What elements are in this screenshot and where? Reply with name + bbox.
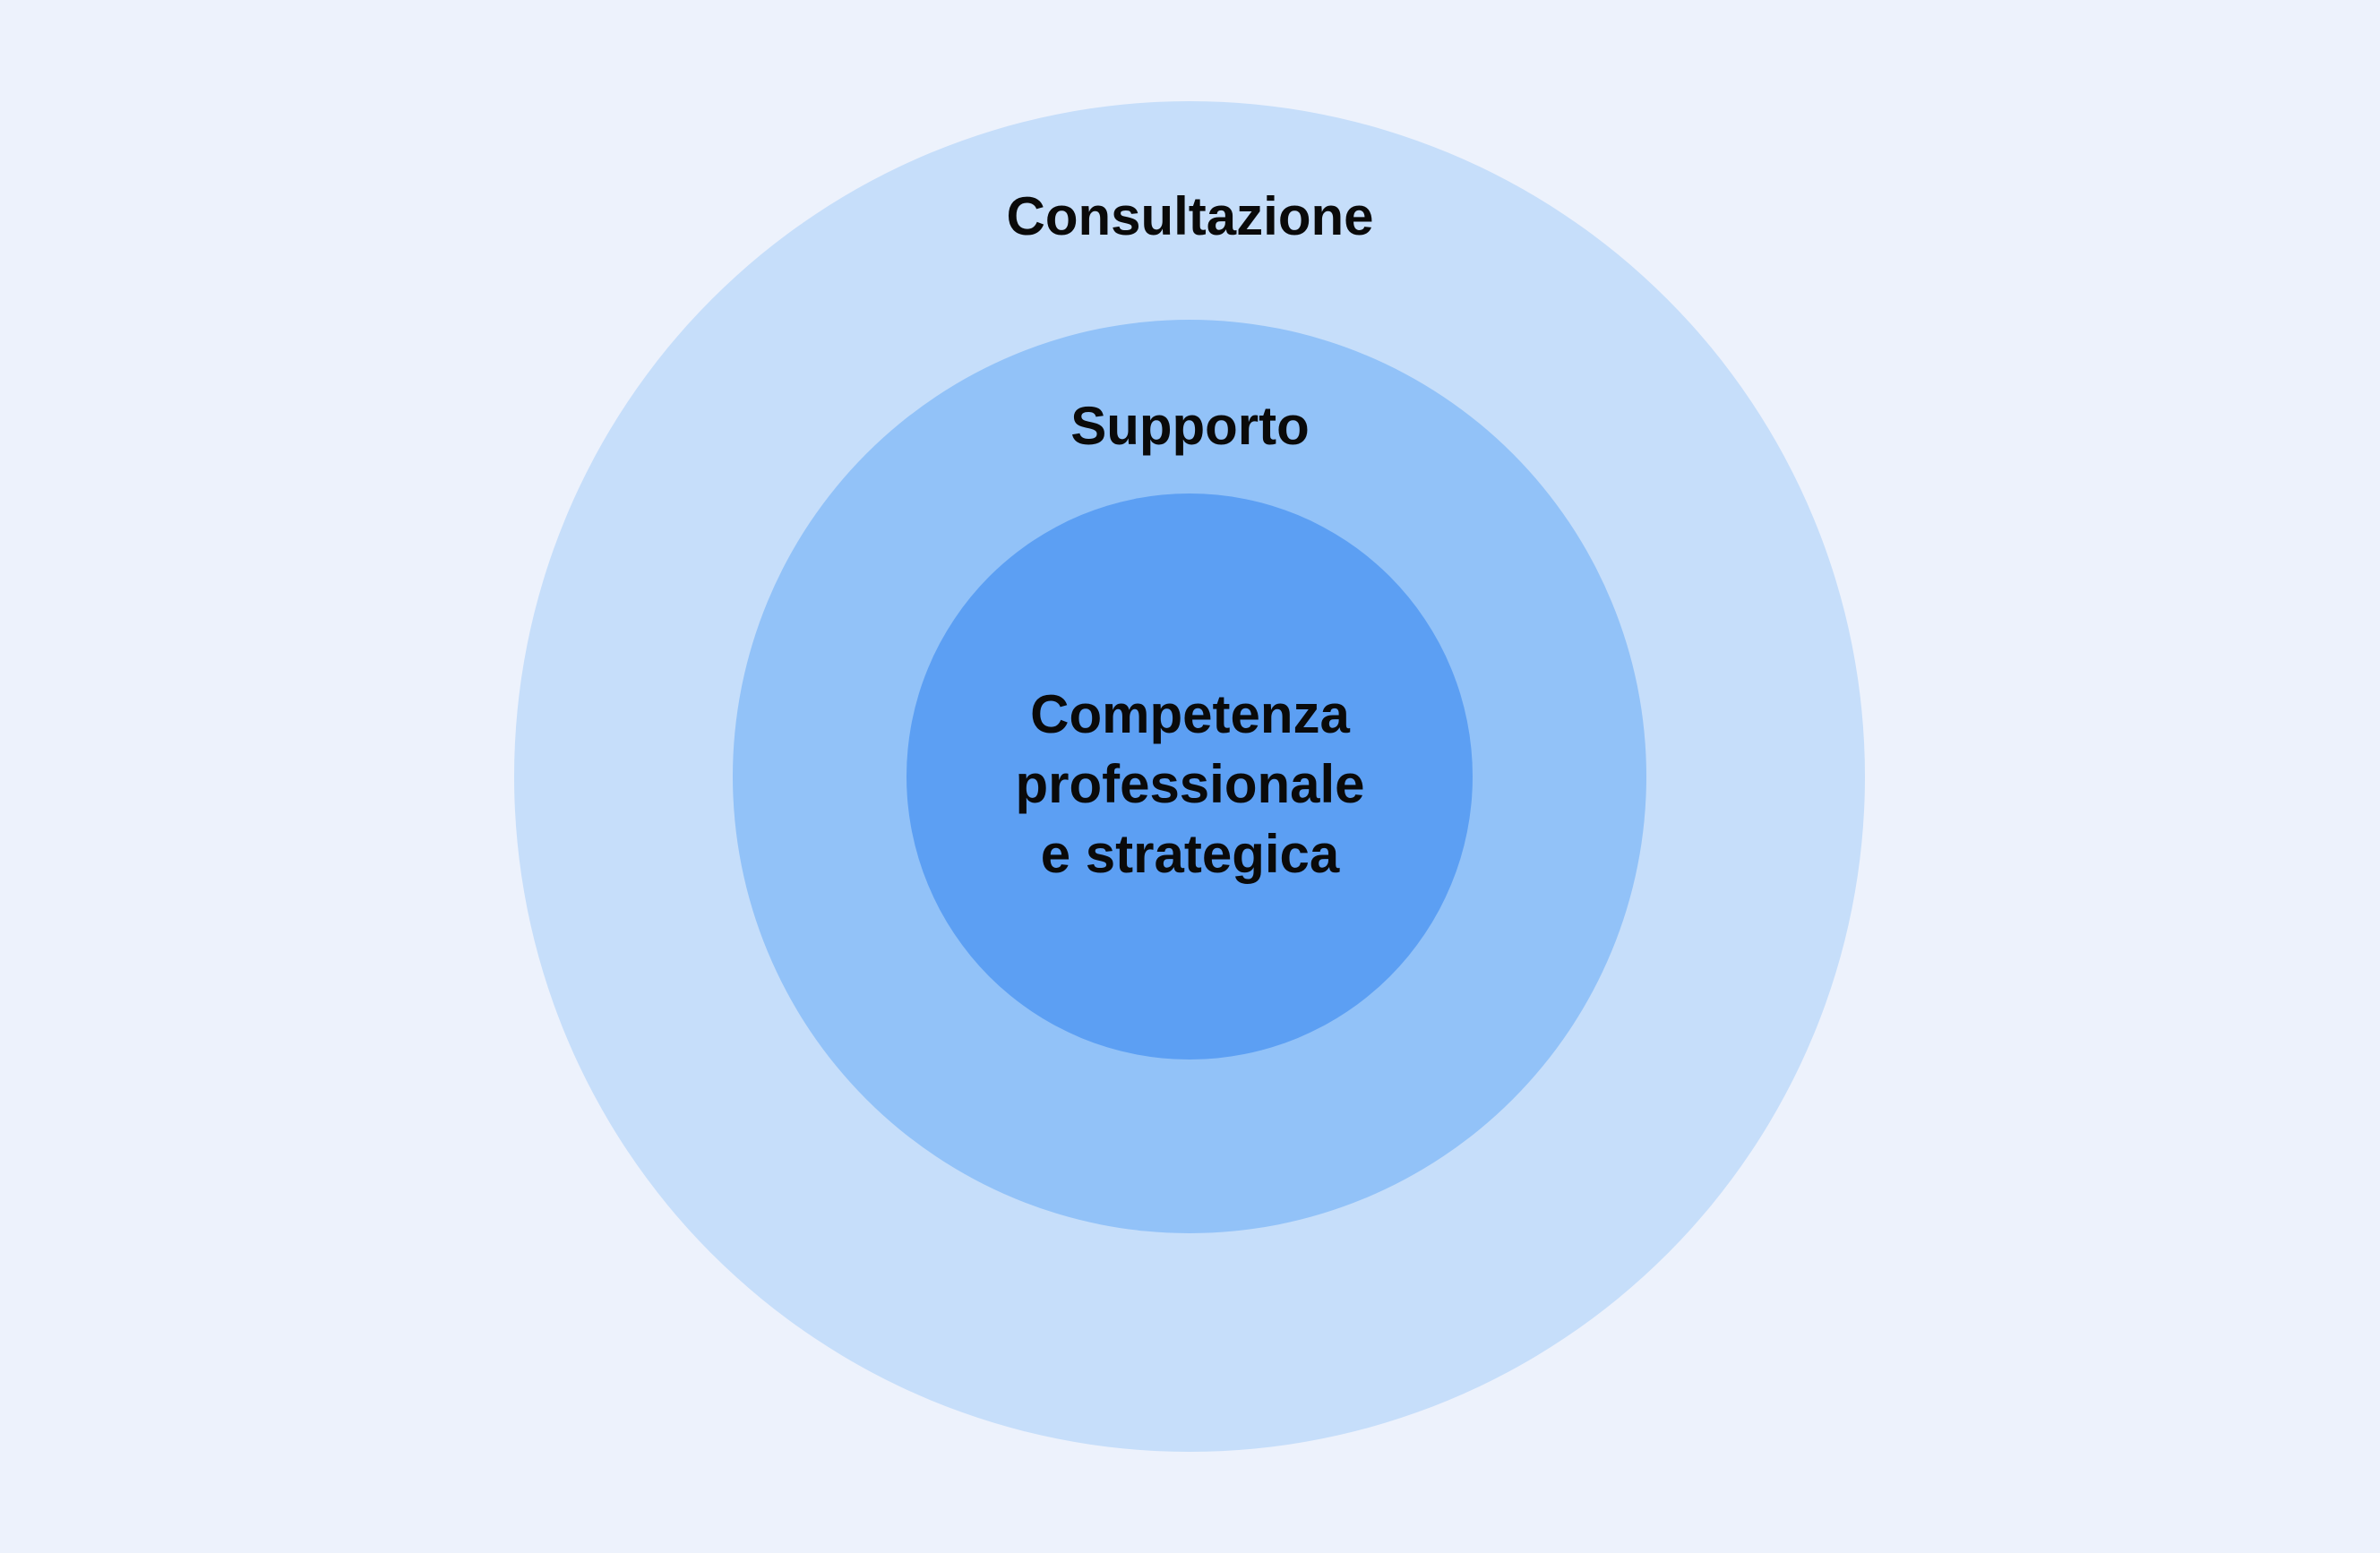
label-competenza-line-3: e strategica: [1040, 824, 1340, 884]
circle-competenza: [906, 493, 1473, 1060]
label-supporto: Supporto: [1070, 396, 1310, 456]
label-consultazione: Consultazione: [1006, 186, 1374, 246]
label-competenza-line-2: professionale: [1015, 754, 1365, 814]
label-competenza-line-1: Competenza: [1030, 684, 1350, 744]
label-competenza: Competenza professionale e strategica: [0, 680, 2380, 889]
